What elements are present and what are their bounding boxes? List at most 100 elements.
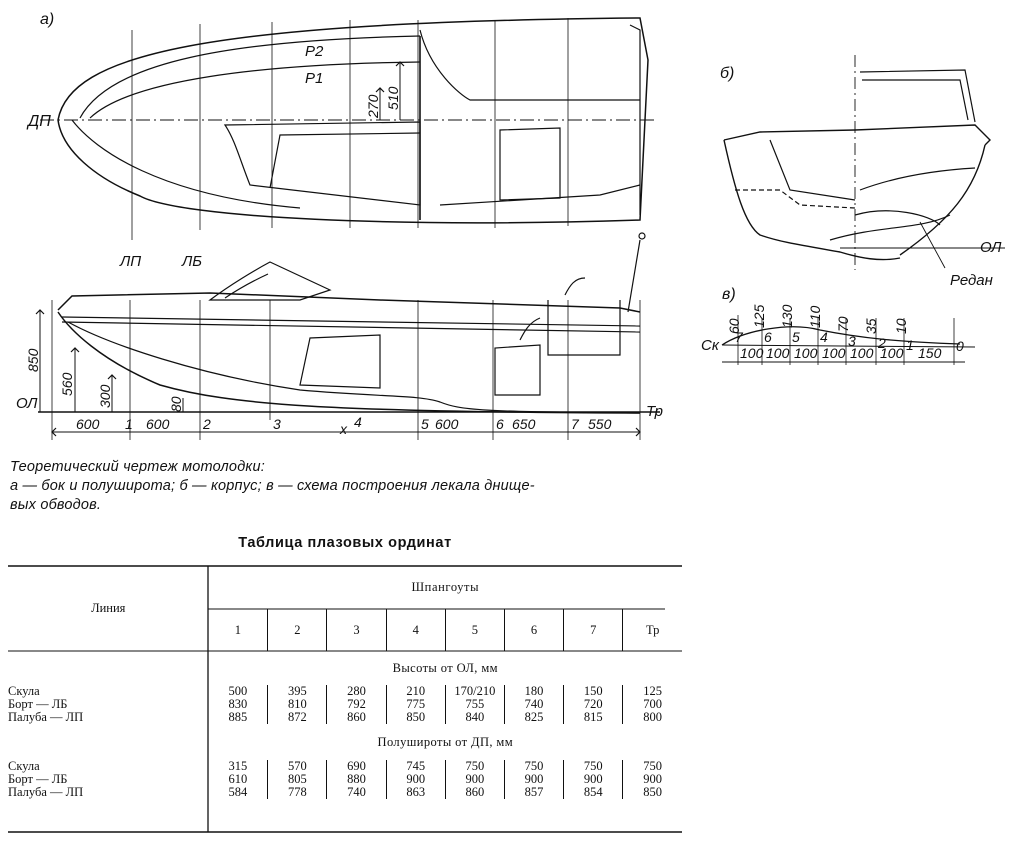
lekalo-spacing: 100 <box>822 345 846 361</box>
table-cell: 850 <box>406 710 426 724</box>
ol-body-label: ОЛ <box>980 239 1002 256</box>
table-cell: 900 <box>583 772 603 786</box>
lekalo-height: 60 <box>726 318 742 334</box>
frame-header: Тр <box>622 609 682 651</box>
station-mark: 7 <box>571 416 580 432</box>
row-name: Борт — ЛБ <box>8 697 68 711</box>
row-name: Борт — ЛБ <box>8 772 68 786</box>
lekalo-point: 6 <box>764 329 772 345</box>
table-cell: 150 <box>583 684 603 698</box>
lekalo-height: 130 <box>779 304 795 328</box>
lekalo-point: 0 <box>956 338 964 354</box>
table-cell: 755 <box>465 697 485 711</box>
lekalo-point: 3 <box>848 333 856 349</box>
table-cell: 900 <box>643 772 663 786</box>
table-cell: 805 <box>287 772 307 786</box>
table-cell: 750 <box>524 759 544 773</box>
section-heights-title: Высоты от ОЛ, мм <box>392 660 498 675</box>
redan-label: Редан <box>950 272 993 289</box>
row-name: Скула <box>8 684 40 698</box>
row-names: Скула Борт — ЛБ Палуба — ЛП <box>8 685 209 724</box>
r1-label: Р1 <box>305 70 323 87</box>
table-cell: 690 <box>347 759 366 773</box>
table-cell: 500 <box>228 684 248 698</box>
table-cell: 280 <box>347 684 366 698</box>
table-cell: 863 <box>406 785 426 799</box>
lekalo-spacing: 100 <box>794 345 818 361</box>
lekalo-spacing: 100 <box>740 345 764 361</box>
side-dim-560: 560 <box>59 372 75 396</box>
frames-row: 1 2 3 4 5 6 7 Тр <box>8 609 682 651</box>
table-cell: 900 <box>524 772 544 786</box>
dp-label: ДП <box>26 113 51 130</box>
station-mark: 5 <box>421 416 429 432</box>
table-cell: 880 <box>347 772 366 786</box>
panel-b-label: б) <box>720 65 734 82</box>
row-name: Палуба — ЛП <box>8 785 84 799</box>
station-mark: 4 <box>354 414 362 430</box>
table-cell: 740 <box>347 785 366 799</box>
table-title: Таблица плазовых ординат <box>238 535 452 551</box>
caption-line: вых обводов. <box>10 497 102 513</box>
frame-header: 3 <box>326 609 387 651</box>
table-cell: 775 <box>406 697 426 711</box>
station-mark: 3 <box>273 416 281 432</box>
table-cell: 700 <box>643 697 663 711</box>
table-cell: 584 <box>228 785 248 799</box>
ordinates-table: Линия Шпангоуты 1 2 3 4 5 6 7 Тр Высоты … <box>8 566 682 799</box>
table-cell: 800 <box>643 710 663 724</box>
table-cell: 860 <box>347 710 366 724</box>
caption-line: а — бок и полуширота; б — корпус; в — сх… <box>10 478 535 494</box>
col-line-header: Линия <box>91 601 126 615</box>
table-cell: 900 <box>406 772 426 786</box>
row-name: Скула <box>8 759 40 773</box>
figure-labels: а) б) в) ДП Р2 Р1 ЛП ЛБ ОЛ Тр ОЛ Редан С… <box>16 11 1002 437</box>
table-cell: 210 <box>406 684 426 698</box>
x-mark: x <box>339 421 348 437</box>
frame-header: 6 <box>503 609 564 651</box>
table-cell: 750 <box>583 759 603 773</box>
lekalo-height: 125 <box>751 304 767 328</box>
bottom-dim: 600 <box>435 416 459 432</box>
table-cell: 854 <box>583 785 603 799</box>
table-cell: 860 <box>465 785 485 799</box>
table-cell: 395 <box>287 684 307 698</box>
lb-label: ЛБ <box>181 253 202 270</box>
lekalo-point: 1 <box>906 337 914 353</box>
table-cell: 900 <box>465 772 485 786</box>
lekalo-point: 5 <box>792 329 800 345</box>
station-mark: 6 <box>496 416 504 432</box>
table-cell: 825 <box>524 710 544 724</box>
table-cell: 170/210 <box>454 684 496 698</box>
section-half-breadths-title: Полушироты от ДП, мм <box>377 734 514 749</box>
sk-label: Ск <box>701 337 720 354</box>
lekalo-spacing: 100 <box>850 345 874 361</box>
table-cell: 778 <box>287 785 307 799</box>
table-cell: 720 <box>583 697 603 711</box>
table-cell: 745 <box>406 759 426 773</box>
lekalo-spacing: 100 <box>766 345 790 361</box>
lp-label: ЛП <box>119 253 141 270</box>
table-cell: 740 <box>524 697 544 711</box>
lekalo-point: 7 <box>735 329 744 345</box>
caption-line: Теоретический чертеж мотолодки: <box>10 459 265 475</box>
frame-header: 4 <box>385 609 446 651</box>
lekalo-height: 10 <box>893 318 909 334</box>
table-cell: 750 <box>643 759 663 773</box>
table-cell: 815 <box>583 710 603 724</box>
panel-v-label: в) <box>722 286 736 303</box>
r2-label: Р2 <box>305 43 324 60</box>
bottom-dim: 600 <box>76 416 100 432</box>
side-dim-80: 80 <box>168 396 184 412</box>
lekalo-point: 4 <box>820 329 828 345</box>
lekalo-scheme <box>721 315 976 365</box>
table-cell: 315 <box>228 759 248 773</box>
side-dim-300: 300 <box>97 384 113 408</box>
lekalo-spacing: 100 <box>880 345 904 361</box>
side-dim-850: 850 <box>25 348 41 372</box>
row-names: Скула Борт — ЛБ Палуба — ЛП <box>8 760 209 799</box>
panel-a-label: а) <box>40 11 54 28</box>
table-cell: 180 <box>524 684 544 698</box>
lekalo-spacing: 150 <box>918 345 942 361</box>
